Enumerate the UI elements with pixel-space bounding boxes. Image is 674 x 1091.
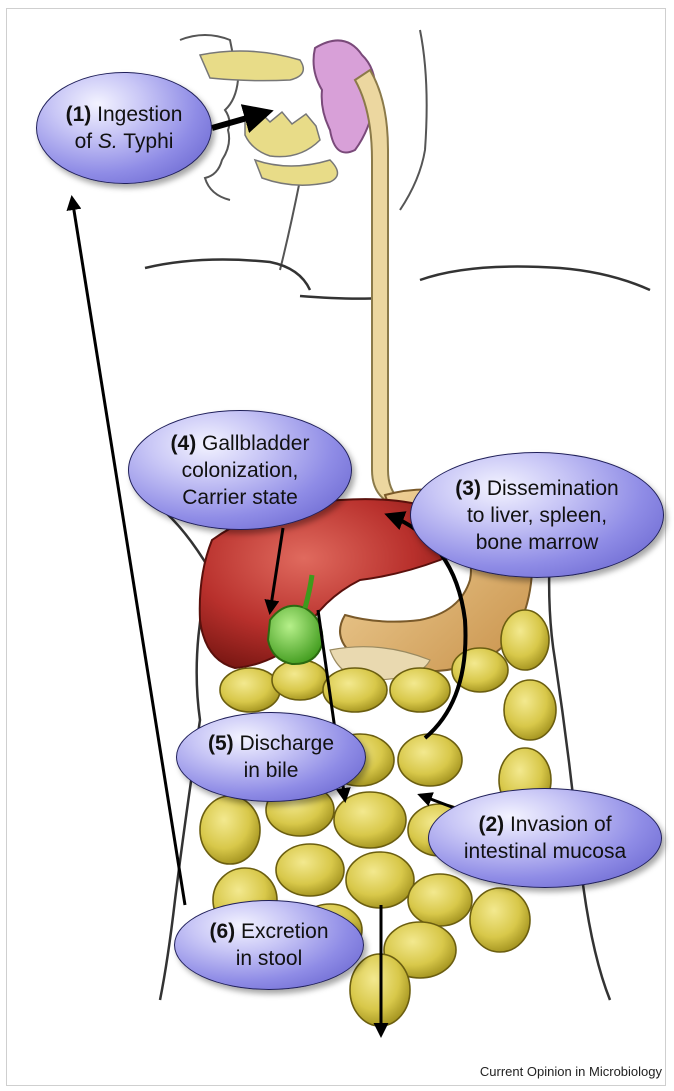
step-label: colonization, <box>171 457 310 484</box>
step-label: Carrier state <box>171 484 310 511</box>
source-credit: Current Opinion in Microbiology <box>480 1064 662 1079</box>
step-label: Ingestion <box>97 103 182 126</box>
step-3-bubble: (3) Dissemination to liver, spleen, bone… <box>410 452 664 578</box>
organism-genus: S. <box>98 130 118 153</box>
step-number: (3) <box>455 477 481 500</box>
step-2-bubble: (2) Invasion of intestinal mucosa <box>428 788 662 888</box>
step-1-bubble: (1) Ingestion of S. Typhi <box>36 72 212 184</box>
step-6-bubble: (6) Excretion in stool <box>174 900 364 990</box>
step-label: Gallbladder <box>202 432 309 455</box>
step-number: (2) <box>478 813 504 836</box>
gallbladder <box>268 606 322 664</box>
shoulder-outline <box>145 260 650 290</box>
step-label: Invasion of <box>510 813 612 836</box>
arrow-return-to-ingestion <box>72 198 185 905</box>
step-label: in bile <box>208 757 334 784</box>
step-label: Dissemination <box>487 477 619 500</box>
jaw <box>255 160 338 185</box>
upper-palate <box>200 51 303 81</box>
step-label: Typhi <box>118 130 174 153</box>
step-label: Discharge <box>239 732 334 755</box>
step-label: of <box>75 130 98 153</box>
step-5-bubble: (5) Discharge in bile <box>176 712 366 802</box>
step-number: (4) <box>171 432 197 455</box>
step-label: to liver, spleen, <box>455 502 618 529</box>
teeth <box>245 112 320 157</box>
step-label: Excretion <box>241 920 329 943</box>
step-label: in stool <box>209 945 328 972</box>
step-number: (6) <box>209 920 235 943</box>
step-label: bone marrow <box>455 529 618 556</box>
step-4-bubble: (4) Gallbladder colonization, Carrier st… <box>128 410 352 530</box>
step-number: (1) <box>66 103 92 126</box>
step-number: (5) <box>208 732 234 755</box>
step-label: intestinal mucosa <box>464 838 626 865</box>
